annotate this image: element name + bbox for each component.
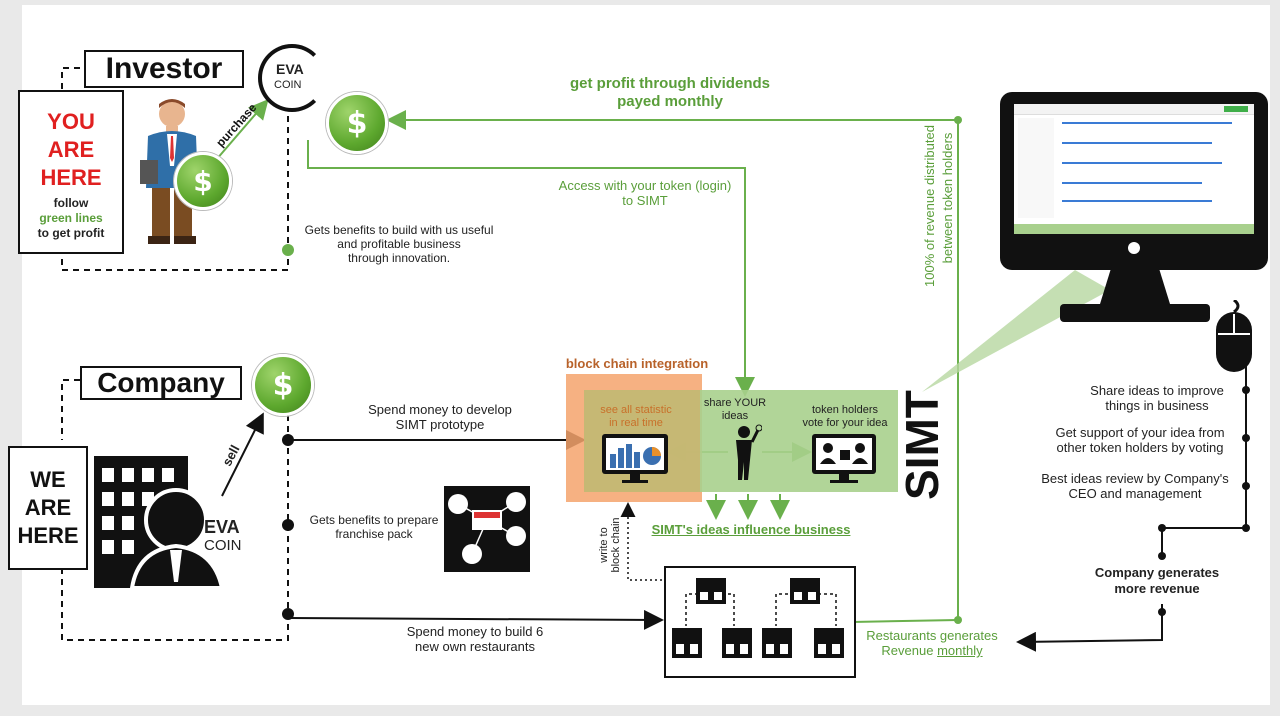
you-are-here-box: YOU ARE HERE follow green lines to get p… xyxy=(18,90,124,254)
investor-title: Investor xyxy=(84,50,244,88)
vote-line-2: vote for your idea xyxy=(802,417,888,429)
spend-prototype-line-2: SIMT prototype xyxy=(395,417,485,432)
benefits-line-3: through innovation. xyxy=(347,251,451,265)
generates-line-1: Company generates xyxy=(1094,565,1220,580)
eva-label: EVA xyxy=(204,517,240,537)
monitor-stand xyxy=(1100,270,1170,304)
are-text: ARE xyxy=(24,495,72,520)
we-text: WE xyxy=(30,467,66,492)
here-text: HERE xyxy=(17,523,79,548)
profit-line-2: payed monthly xyxy=(617,93,723,110)
revenue-word: Revenue xyxy=(881,643,934,658)
green-lines-text: green lines xyxy=(39,211,103,225)
here-text: HERE xyxy=(40,165,102,190)
spend-prototype-line-1: Spend money to develop xyxy=(368,402,512,417)
eva-coin-badge: EVA COIN xyxy=(258,44,326,112)
share-your-line-2: ideas xyxy=(721,410,749,422)
person-idea-icon xyxy=(736,424,762,480)
coin-label: COIN xyxy=(204,537,242,554)
restaurant-tree xyxy=(672,578,844,658)
dollar-coin-icon: $ xyxy=(326,92,388,154)
follow-text: follow xyxy=(53,196,89,210)
statistic-line-1: see all statistic xyxy=(600,404,672,416)
share-ideas-line-1: Share ideas to improve xyxy=(1090,383,1224,398)
review-line-2: CEO and management xyxy=(1068,486,1202,501)
access-line-1: Access with your token (login) xyxy=(558,178,732,193)
vote-line-1: token holders xyxy=(811,404,879,416)
revenue-distribution-line-2: between token holders xyxy=(940,132,955,264)
chart-monitor-icon xyxy=(602,434,668,483)
share-ideas-line-2: things in business xyxy=(1105,398,1209,413)
monitor-screen xyxy=(1014,104,1254,234)
benefits-line-1: Gets benefits to build with us useful xyxy=(304,223,494,237)
computer-monitor-icon xyxy=(1000,92,1268,270)
dollar-coin-icon: $ xyxy=(252,354,314,416)
monitor-base xyxy=(1060,304,1210,322)
write-chain-line-2: block chain xyxy=(610,517,622,573)
franchise-line-2: franchise pack xyxy=(335,527,413,541)
statistic-line-2: in real time xyxy=(609,417,663,429)
write-chain-line-1: write to xyxy=(598,527,610,563)
generates-line-2: more revenue xyxy=(1114,581,1200,596)
profit-line-1: get profit through dividends xyxy=(570,75,770,92)
mouse-icon xyxy=(1216,300,1252,372)
revenue-distribution-line-1: 100% of revenue distributed xyxy=(922,125,937,287)
spend-restaurants-line-1: Spend money to build 6 xyxy=(406,624,544,639)
support-line-2: other token holders by voting xyxy=(1056,440,1224,455)
company-title: Company xyxy=(80,366,242,400)
benefits-line-2: and profitable business xyxy=(337,237,461,251)
share-your-line-1: share YOUR xyxy=(703,397,767,409)
simt-label: SIMT xyxy=(896,390,948,500)
dollar-coin-icon: $ xyxy=(174,152,232,210)
franchise-line-1: Gets benefits to prepare xyxy=(309,513,439,527)
are-text: ARE xyxy=(47,137,95,162)
restaurants-revenue-line-1: Restaurants generates xyxy=(866,628,998,643)
you-text: YOU xyxy=(47,109,95,134)
restaurants-revenue-line-2: Revenue monthly xyxy=(858,643,1006,658)
review-line-1: Best ideas review by Company's xyxy=(1041,471,1229,486)
blockchain-title: block chain integration xyxy=(565,356,709,371)
eva-label: EVA xyxy=(276,61,304,77)
access-line-2: to SIMT xyxy=(622,193,668,208)
coin-label: COIN xyxy=(274,79,302,91)
spend-restaurants-line-2: new own restaurants xyxy=(415,639,535,654)
restaurant-network-icon xyxy=(444,486,530,572)
ideas-influence-text: SIMT's ideas influence business xyxy=(651,522,851,537)
voting-monitor-icon xyxy=(812,434,876,483)
support-line-1: Get support of your idea from xyxy=(1055,425,1225,440)
we-are-here-box: WE ARE HERE xyxy=(8,446,88,570)
building-icon xyxy=(94,456,225,590)
to-get-profit-text: to get profit xyxy=(37,226,105,240)
restaurants-box xyxy=(664,566,856,678)
monthly-word: monthly xyxy=(937,643,983,658)
